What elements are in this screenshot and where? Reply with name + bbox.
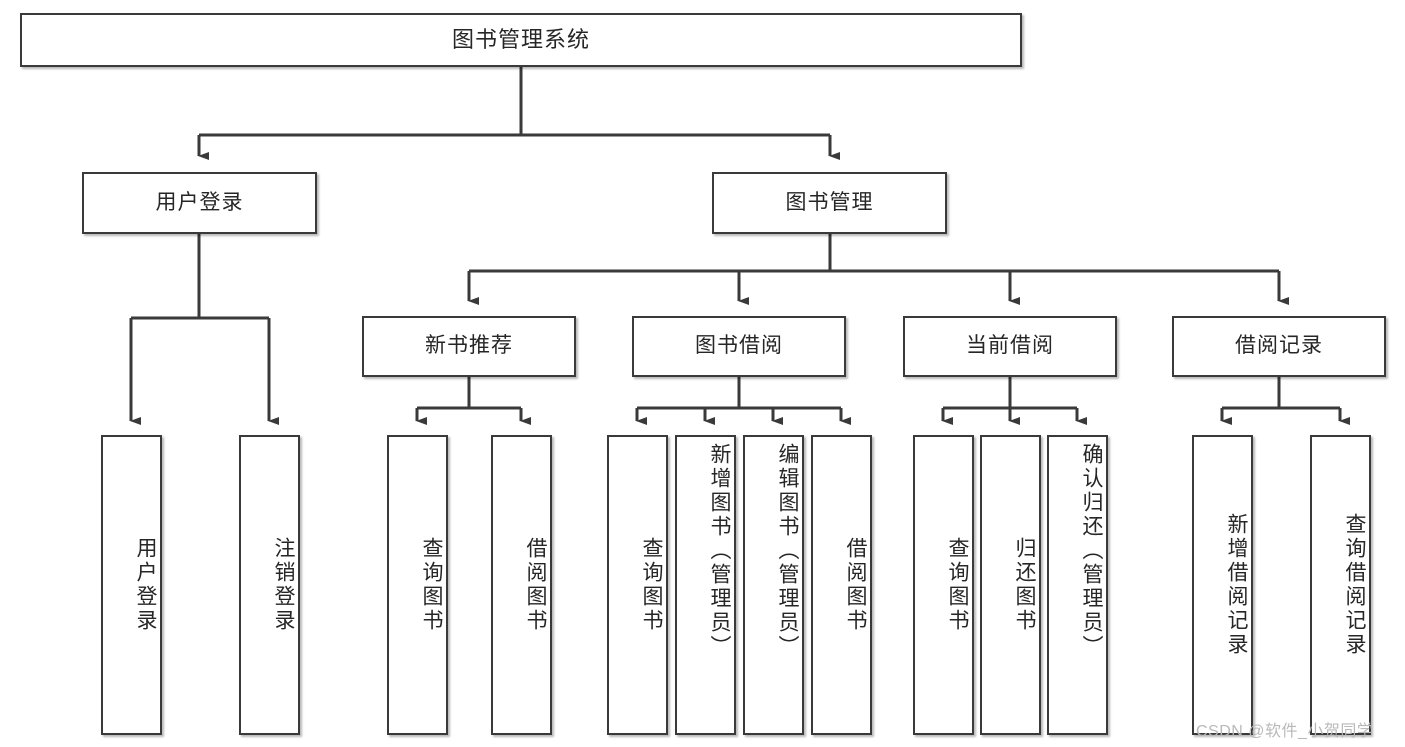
node-leaf-add-book[interactable]: 新增图书（管理员） [675, 435, 736, 735]
node-book-manage[interactable]: 图书管理 [712, 172, 947, 234]
node-leaf-query-record[interactable]: 查询借阅记录 [1310, 435, 1371, 735]
node-leaf-query-book-3-label: 查询图书 [946, 537, 969, 633]
node-leaf-borrow-book-2[interactable]: 借阅图书 [811, 435, 872, 735]
node-leaf-confirm-return[interactable]: 确认归还（管理员） [1047, 435, 1108, 735]
node-book-borrow-label: 图书借阅 [695, 334, 783, 358]
csdn-watermark: CSDN @软件_小贺同学 [1196, 723, 1374, 740]
node-leaf-query-book-1[interactable]: 查询图书 [387, 435, 448, 735]
node-leaf-query-book-2-label: 查询图书 [640, 537, 663, 633]
node-leaf-return-book[interactable]: 归还图书 [980, 435, 1041, 735]
node-leaf-add-book-label: 新增图书（管理员） [708, 443, 731, 659]
node-leaf-return-book-label: 归还图书 [1013, 537, 1036, 633]
node-leaf-query-record-label: 查询借阅记录 [1343, 513, 1366, 657]
node-new-book-recommend[interactable]: 新书推荐 [362, 316, 576, 377]
node-borrow-record-label: 借阅记录 [1235, 334, 1323, 358]
node-leaf-confirm-return-label: 确认归还（管理员） [1080, 443, 1103, 659]
node-root[interactable]: 图书管理系统 [20, 13, 1022, 67]
node-current-borrow-label: 当前借阅 [966, 334, 1054, 358]
node-current-borrow[interactable]: 当前借阅 [903, 316, 1117, 377]
node-leaf-edit-book-label: 编辑图书（管理员） [776, 443, 799, 659]
node-leaf-add-record-label: 新增借阅记录 [1225, 513, 1248, 657]
node-leaf-edit-book[interactable]: 编辑图书（管理员） [743, 435, 804, 735]
node-leaf-borrow-book-2-label: 借阅图书 [844, 537, 867, 633]
node-leaf-add-record[interactable]: 新增借阅记录 [1192, 435, 1253, 735]
node-leaf-user-logout[interactable]: 注销登录 [239, 435, 300, 735]
node-book-borrow[interactable]: 图书借阅 [632, 316, 846, 377]
node-root-label: 图书管理系统 [451, 27, 590, 53]
node-leaf-borrow-book-1[interactable]: 借阅图书 [491, 435, 552, 735]
node-user-login-label: 用户登录 [155, 190, 244, 214]
node-leaf-user-logout-label: 注销登录 [272, 537, 295, 633]
node-leaf-user-login-label: 用户登录 [134, 537, 157, 633]
node-user-login[interactable]: 用户登录 [82, 172, 317, 234]
node-leaf-user-login[interactable]: 用户登录 [101, 435, 162, 735]
node-new-book-recommend-label: 新书推荐 [425, 334, 513, 358]
node-leaf-borrow-book-1-label: 借阅图书 [524, 537, 547, 633]
node-borrow-record[interactable]: 借阅记录 [1172, 316, 1386, 377]
node-leaf-query-book-3[interactable]: 查询图书 [913, 435, 974, 735]
node-book-manage-label: 图书管理 [785, 190, 874, 214]
node-leaf-query-book-1-label: 查询图书 [420, 537, 443, 633]
node-leaf-query-book-2[interactable]: 查询图书 [607, 435, 668, 735]
